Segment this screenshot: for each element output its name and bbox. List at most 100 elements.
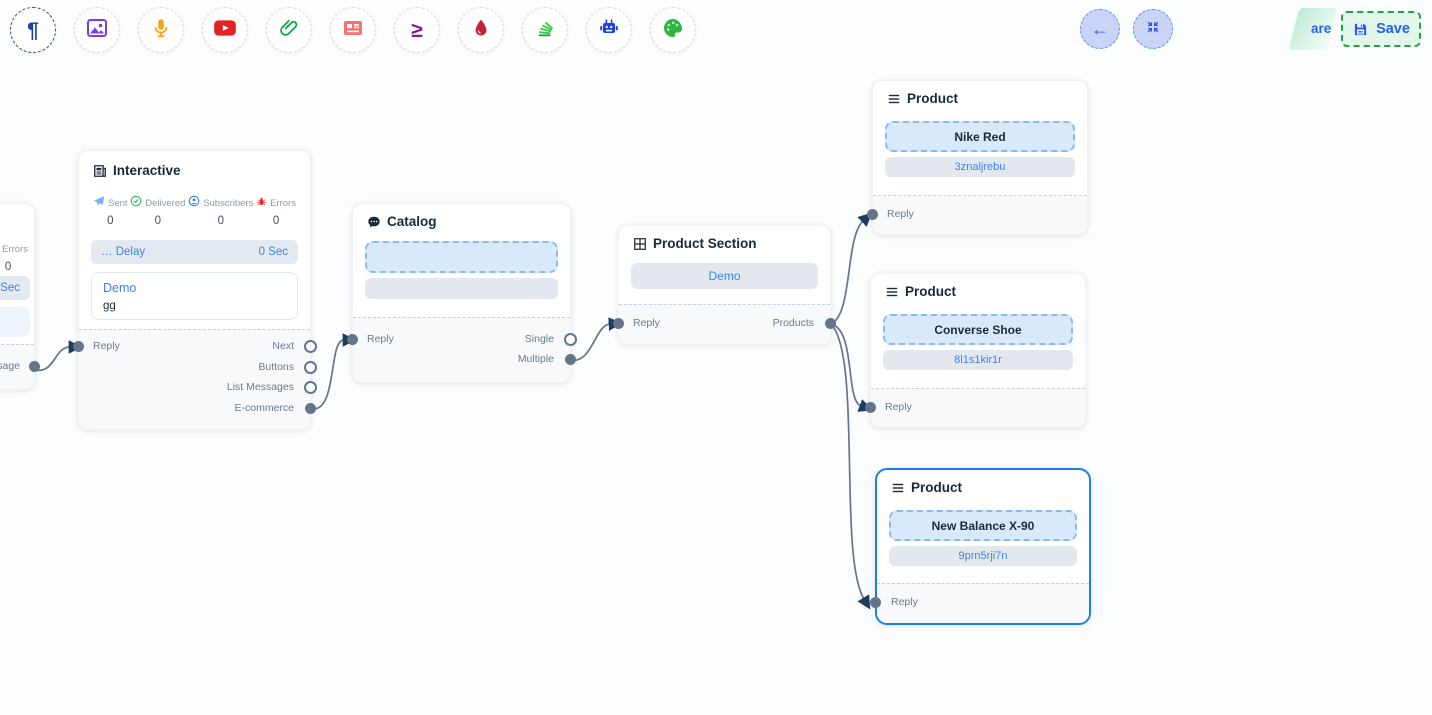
input-label: Reply <box>891 596 918 608</box>
node-title: Catalog <box>387 214 437 229</box>
back-button[interactable]: ← <box>1080 9 1120 49</box>
reply-input-port[interactable] <box>73 341 84 352</box>
delay-label: … Delay <box>101 246 145 258</box>
message-output-port[interactable] <box>29 361 40 372</box>
image-icon <box>85 16 109 45</box>
reply-input-port[interactable] <box>347 334 358 345</box>
stat-errors: Errors 0 <box>0 240 28 273</box>
stat-value: 0 <box>155 215 161 227</box>
edge-products-to-product2 <box>831 324 861 406</box>
tool-sequence[interactable] <box>522 7 568 53</box>
input-label: Reply <box>93 340 120 352</box>
section-value-box[interactable]: Demo <box>631 263 818 289</box>
output-label-single: Single <box>525 333 554 345</box>
buttons-output-port[interactable] <box>304 361 317 374</box>
tool-theme[interactable] <box>650 7 696 53</box>
greater-equal-icon: ≥ <box>411 20 423 41</box>
droplet-icon <box>471 18 491 43</box>
tool-image[interactable] <box>74 7 120 53</box>
palette-icon <box>661 16 685 45</box>
edge-message-to-interactive <box>35 347 70 370</box>
stat-label: Subscribers <box>203 198 253 209</box>
back-arrow-icon: ← <box>1091 19 1109 40</box>
product-id-box[interactable]: 8l1s1kir1r <box>883 350 1073 370</box>
product-name-box[interactable]: New Balance X-90 <box>889 510 1077 541</box>
node-product-section[interactable]: Product Section Demo Reply Products <box>618 225 831 345</box>
list-messages-output-port[interactable] <box>304 381 317 394</box>
tool-drip[interactable] <box>458 7 504 53</box>
body-text: gg <box>103 300 286 312</box>
reply-input-port[interactable] <box>870 597 881 608</box>
output-label-list-messages: List Messages <box>227 381 294 393</box>
message-body-box[interactable] <box>0 307 30 337</box>
products-output-port[interactable] <box>825 318 836 329</box>
input-label: Reply <box>887 208 914 220</box>
delay-row[interactable]: … Delay 0 Sec <box>91 240 298 264</box>
reply-input-port[interactable] <box>613 318 624 329</box>
grid-icon <box>633 237 647 251</box>
multiple-output-port[interactable] <box>565 354 576 365</box>
input-label: Reply <box>633 317 660 329</box>
hamburger-icon <box>885 285 899 299</box>
next-output-port[interactable] <box>304 340 317 353</box>
edge-interactive-to-catalog <box>311 340 344 409</box>
product-name: Converse Shoe <box>934 323 1021 337</box>
interactive-icon <box>93 164 107 178</box>
node-title: Product <box>905 284 956 299</box>
output-label-next: Next <box>272 340 294 352</box>
catalog-row-placeholder[interactable] <box>365 278 558 299</box>
input-label: Reply <box>367 333 394 345</box>
tool-condition[interactable]: ≥ <box>394 7 440 53</box>
hamburger-icon <box>891 481 905 495</box>
node-catalog[interactable]: Catalog Reply Single Multiple <box>352 203 571 383</box>
stat-delivered: Delivered 0 <box>130 194 185 227</box>
stat-errors: Errors 0 <box>256 194 296 227</box>
delay-row[interactable]: … Delay 0 Sec <box>0 276 30 300</box>
single-output-port[interactable] <box>564 333 577 346</box>
stat-label: Errors <box>2 244 28 255</box>
product-name-box[interactable]: Converse Shoe <box>883 314 1073 345</box>
save-button[interactable]: Save <box>1341 11 1421 47</box>
node-message-partial[interactable]: Errors 0 … Delay 0 Sec Message <box>0 203 35 390</box>
node-product-3[interactable]: Product New Balance X-90 9prn5rji7n Repl… <box>875 468 1091 625</box>
e-commerce-output-port[interactable] <box>305 403 316 414</box>
input-label: Reply <box>885 401 912 413</box>
message-body-box[interactable]: Demo gg <box>91 272 298 320</box>
tool-audio[interactable] <box>138 7 184 53</box>
stat-value: 0 <box>273 215 279 227</box>
node-palette: ¶ ≥ <box>10 7 696 53</box>
tool-text[interactable]: ¶ <box>10 7 56 53</box>
node-title: Product Section <box>653 236 757 251</box>
stat-subscribers: Subscribers 0 <box>188 194 253 227</box>
stats-row: Sent 0 Delivered 0 Subscribers <box>79 194 310 227</box>
reply-input-port[interactable] <box>865 402 876 413</box>
product-name: Nike Red <box>954 130 1005 144</box>
node-title: Product <box>911 480 962 495</box>
clipped-button-text[interactable]: are <box>1311 21 1331 36</box>
paperclip-icon <box>278 17 300 44</box>
chat-dots-icon <box>367 215 381 229</box>
pilcrow-icon: ¶ <box>27 20 39 41</box>
compress-icon <box>1145 19 1161 40</box>
output-label: Message <box>0 360 20 372</box>
tool-template[interactable] <box>330 7 376 53</box>
reply-input-port[interactable] <box>867 209 878 220</box>
node-interactive[interactable]: Interactive Sent 0 Delivered <box>78 150 311 430</box>
product-id-box[interactable]: 3znaljrebu <box>885 157 1075 177</box>
product-id-box[interactable]: 9prn5rji7n <box>889 546 1077 566</box>
tool-video[interactable] <box>202 7 248 53</box>
stat-label: Delivered <box>145 198 185 209</box>
tool-bot[interactable] <box>586 7 632 53</box>
product-id: 3znaljrebu <box>955 161 1006 173</box>
fit-view-button[interactable] <box>1133 9 1173 49</box>
robot-icon <box>597 16 621 45</box>
node-title: Product <box>907 91 958 106</box>
youtube-icon <box>212 15 238 46</box>
node-product-1[interactable]: Product Nike Red 3znaljrebu Reply <box>872 80 1088 235</box>
node-product-2[interactable]: Product Converse Shoe 8l1s1kir1r Reply <box>870 273 1086 428</box>
tool-file[interactable] <box>266 7 312 53</box>
output-label-multiple: Multiple <box>518 353 554 365</box>
catalog-item-placeholder[interactable] <box>365 241 558 273</box>
product-name-box[interactable]: Nike Red <box>885 121 1075 152</box>
